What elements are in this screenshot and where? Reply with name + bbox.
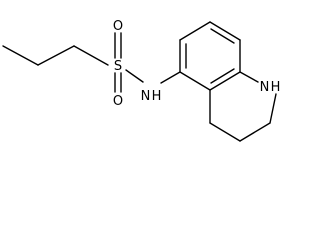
molecule-canvas: S O O N H N H [2, 19, 281, 142]
bond-c2-c3-ring [239, 122, 271, 142]
bond-c8a-n1 [239, 71, 259, 83]
oxygen-bottom-label: O [113, 94, 123, 109]
bond-c3-c4 [209, 122, 241, 142]
bond-n1-c2 [269, 93, 277, 124]
bond-c7-c8 [209, 21, 241, 41]
bond-c2-c3 [37, 45, 75, 66]
bond-c3-s [73, 45, 109, 66]
bond-c6-c7 [179, 21, 211, 41]
structure-diagram: S O O N H N H [2, 19, 281, 142]
ring-nh-label: N H [260, 80, 281, 95]
bond-c8a-c4a [209, 71, 241, 91]
bond-c1-c2 [2, 45, 39, 66]
sulfur-label: S [114, 59, 122, 74]
bond-n-c5 [160, 71, 181, 84]
oxygen-top-label: O [113, 19, 123, 34]
bond-s-n [125, 69, 144, 83]
bond-inner-c8a-c4a [210, 68, 235, 84]
sulfonamide-nh-label: N H [141, 89, 162, 104]
bond-c4a-c5 [179, 71, 211, 91]
bond-inner-c7-c8 [210, 28, 235, 44]
